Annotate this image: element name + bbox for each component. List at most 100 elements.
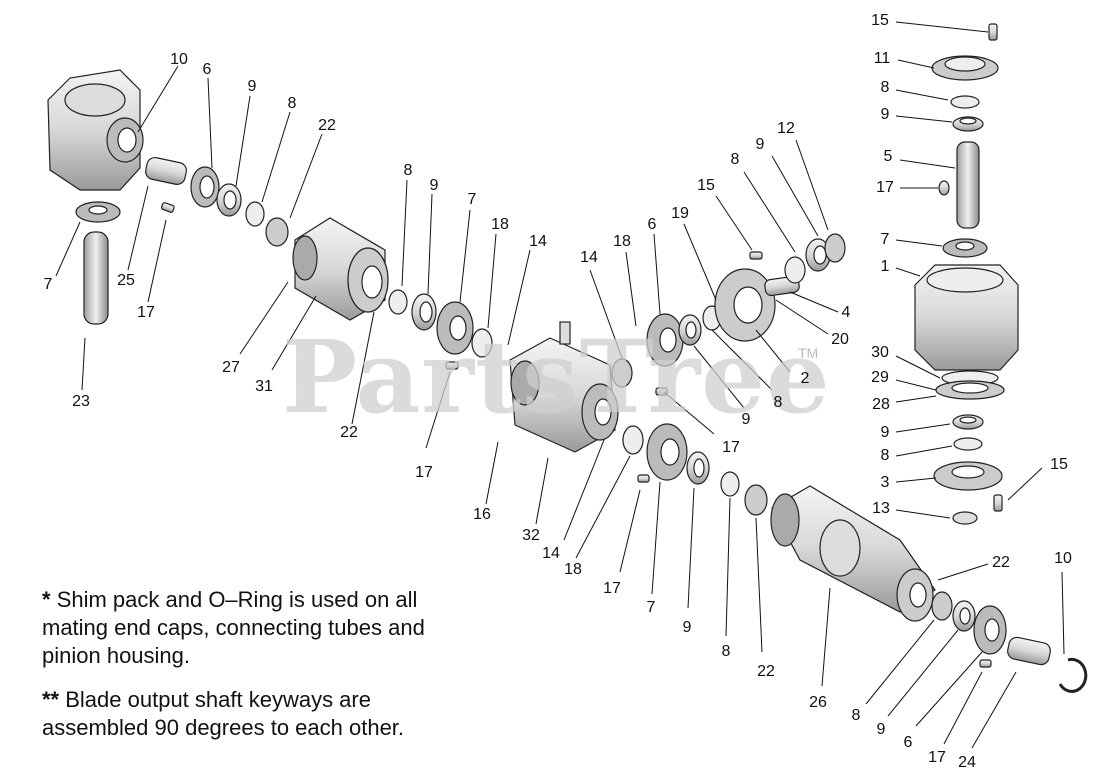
callout: 24: [958, 754, 976, 771]
key-17-low: [979, 659, 992, 668]
bearing-9-left: [216, 183, 242, 217]
callout: 22: [992, 554, 1010, 571]
callout: 1: [880, 258, 890, 275]
callout: 17: [137, 304, 155, 321]
callout: 15: [1050, 456, 1068, 473]
washer-14-center: [611, 358, 633, 388]
callout: 25: [117, 272, 135, 289]
callout: 4: [841, 304, 851, 321]
key-17-mid: [445, 361, 459, 370]
race-8-top: [950, 95, 980, 109]
callout: 9: [429, 177, 439, 194]
callout: 8: [403, 162, 413, 179]
washer-18-center: [622, 425, 644, 455]
shaft-24: [1007, 636, 1051, 666]
note-shim-pack: * Shim pack and O–Ring is used on all ma…: [42, 586, 462, 670]
callout: 6: [647, 216, 657, 233]
leader-lines: [55, 21, 1065, 749]
callout: 11: [873, 50, 891, 67]
note-keyways: ** Blade output shaft keyways are assemb…: [42, 686, 462, 742]
gearbox-housing-left: [47, 69, 144, 191]
connecting-tube-left: [292, 217, 389, 321]
callout: 16: [473, 506, 491, 523]
bearing-9-center: [686, 451, 710, 485]
seal-22-left: [265, 217, 289, 247]
callout: 9: [880, 106, 890, 123]
callout: 6: [202, 61, 212, 78]
callout: 10: [170, 51, 188, 68]
callout: 14: [529, 233, 547, 250]
callout: 28: [872, 396, 890, 413]
callout: 7: [467, 191, 477, 208]
bolt-15-top: [988, 23, 998, 41]
callout: 3: [880, 474, 890, 491]
callout: 27: [222, 359, 240, 376]
callout: 9: [682, 619, 692, 636]
bearing-9-bottom: [952, 414, 984, 430]
bolt-15-cap: [749, 251, 763, 260]
bearing-9-cap: [805, 238, 831, 272]
shaft-25: [145, 156, 187, 186]
watermark-text: PartsTree: [282, 318, 831, 436]
seal-13: [952, 511, 978, 525]
callout: 26: [809, 694, 827, 711]
callout: 17: [415, 464, 433, 481]
callout: 29: [871, 369, 889, 386]
callout: 20: [831, 331, 849, 348]
callout: 15: [871, 12, 889, 29]
callout: 8: [721, 643, 731, 660]
callout: 7: [880, 231, 890, 248]
race-8-low: [720, 471, 740, 497]
callout: 31: [255, 378, 273, 395]
callout: 8: [287, 95, 297, 112]
bolt-15-bottom: [993, 494, 1003, 512]
race-8-bottom: [953, 437, 983, 451]
watermark: PartsTree: [282, 318, 831, 436]
seal-22-low: [744, 484, 768, 516]
callout: 18: [613, 233, 631, 250]
seal-22-right: [931, 591, 953, 621]
connecting-tube-right: [770, 485, 936, 622]
note-text: Shim pack and O–Ring is used on all mati…: [42, 587, 425, 668]
note-marker: **: [42, 687, 60, 712]
callout: 14: [580, 249, 598, 266]
callout: 17: [722, 439, 740, 456]
snap-ring-10-right: [1058, 657, 1088, 693]
key-17-top: [938, 180, 950, 196]
bearing-9-low: [952, 600, 976, 632]
callout: 8: [730, 151, 740, 168]
callout: 19: [671, 205, 689, 222]
callout: 22: [340, 424, 358, 441]
callout: 8: [851, 707, 861, 724]
bearing-9-right: [678, 314, 702, 346]
gear-6-left: [190, 166, 220, 208]
shaft-23: [83, 231, 109, 325]
callout: 9: [880, 424, 890, 441]
callout: 17: [876, 179, 894, 196]
callout: 14: [542, 545, 560, 562]
callout: 2: [800, 370, 810, 387]
gear-7-top: [942, 238, 988, 258]
callout: 6: [903, 734, 913, 751]
cover-11: [931, 55, 999, 81]
gear-7-center: [646, 423, 688, 481]
callout: 9: [247, 78, 257, 95]
seal-12: [824, 233, 846, 263]
callout: 9: [741, 411, 751, 428]
key-17-left: [160, 202, 175, 213]
pinion-housing-center: [509, 321, 619, 453]
callout: 18: [564, 561, 582, 578]
callout: 17: [928, 749, 946, 766]
gear-7-left: [75, 201, 121, 223]
race-8-cap: [784, 256, 806, 284]
callout: 32: [522, 527, 540, 544]
shim-30-29-28: [935, 370, 1005, 400]
callout: 13: [872, 500, 890, 517]
callout: 22: [318, 117, 336, 134]
trademark-mark: TM: [798, 345, 819, 361]
note-marker: *: [42, 587, 51, 612]
callout: 15: [697, 177, 715, 194]
callout: 8: [880, 79, 890, 96]
gear-6-low: [973, 605, 1007, 655]
